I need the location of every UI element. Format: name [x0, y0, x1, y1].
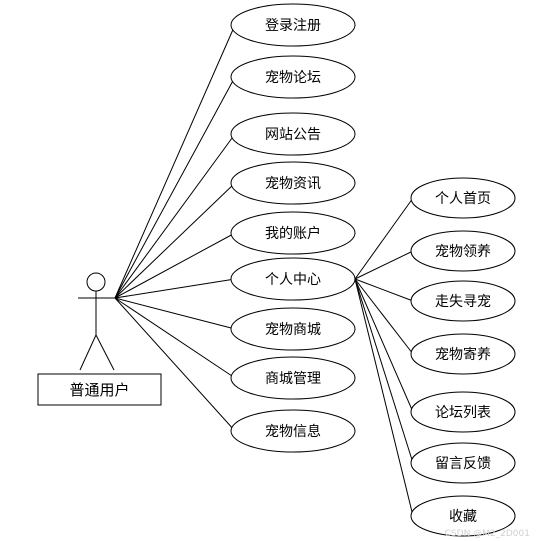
- use-case-left-7-ellipse: [230, 356, 356, 400]
- use-case-right-5: 留言反馈: [410, 442, 516, 484]
- use-case-right-2: 走失寻宠: [410, 280, 516, 322]
- use-case-left-7: 商城管理: [230, 356, 356, 400]
- use-case-right-1-ellipse: [410, 230, 516, 272]
- association-line-left-2: [114, 133, 236, 299]
- use-case-left-4-ellipse: [230, 211, 356, 255]
- use-case-left-7-label: 商城管理: [265, 371, 321, 387]
- use-case-right-4-ellipse: [410, 391, 516, 433]
- association-line-left-8: [114, 297, 236, 432]
- use-case-left-3-label: 宠物资讯: [265, 176, 321, 192]
- association-line-left-0: [114, 24, 236, 299]
- association-lines: [114, 24, 414, 517]
- use-case-left-8-ellipse: [230, 409, 356, 453]
- use-case-left-0-ellipse: [230, 3, 356, 47]
- use-case-right-4: 论坛列表: [410, 391, 516, 433]
- actor-head: [86, 272, 106, 292]
- use-case-right-6-label: 收藏: [449, 509, 477, 525]
- use-case-right-3-ellipse: [410, 333, 516, 375]
- use-case-left-0: 登录注册: [230, 3, 356, 47]
- association-line-right-1: [354, 250, 414, 280]
- association-line-right-4: [354, 278, 414, 413]
- association-line-left-6: [114, 297, 236, 330]
- use-case-left-0-label: 登录注册: [265, 18, 321, 34]
- use-case-left-2-label: 网站公告: [265, 127, 321, 143]
- use-case-left-1-ellipse: [230, 55, 356, 99]
- association-line-right-2: [354, 278, 414, 302]
- use-case-left-6-label: 宠物商城: [265, 322, 321, 338]
- use-case-right-4-label: 论坛列表: [435, 405, 491, 421]
- use-case-left-3: 宠物资讯: [230, 161, 356, 205]
- association-line-left-3: [114, 182, 236, 299]
- use-case-left-8: 宠物信息: [230, 409, 356, 453]
- actor-label-box: 普通用户: [37, 373, 162, 406]
- actor-right-leg: [95, 334, 115, 371]
- use-case-right-3-label: 宠物寄养: [435, 346, 491, 363]
- use-case-left-5-ellipse: [230, 257, 356, 301]
- association-line-right-5: [354, 278, 414, 464]
- use-case-left-4-label: 我的账户: [265, 225, 321, 242]
- association-line-left-5: [114, 278, 236, 299]
- use-case-left-5: 个人中心: [230, 257, 356, 301]
- use-case-left-1: 宠物论坛: [230, 55, 356, 99]
- use-case-right-2-ellipse: [410, 280, 516, 322]
- use-case-right-6-ellipse: [410, 495, 516, 537]
- use-case-right-0: 个人首页: [410, 177, 516, 219]
- use-case-right-0-ellipse: [410, 177, 516, 219]
- use-case-right-0-label: 个人首页: [435, 191, 491, 207]
- use-case-left-5-label: 个人中心: [265, 272, 321, 288]
- use-case-left-6: 宠物商城: [230, 307, 356, 351]
- use-case-right-5-ellipse: [410, 442, 516, 484]
- association-line-right-0: [354, 197, 414, 280]
- association-line-left-1: [114, 76, 236, 299]
- actor-label: 普通用户: [69, 381, 129, 399]
- association-line-left-4: [114, 232, 236, 299]
- use-case-right-5-label: 留言反馈: [435, 456, 491, 472]
- use-case-left-3-ellipse: [230, 161, 356, 205]
- use-case-left-2-ellipse: [230, 112, 356, 156]
- use-case-right-1-label: 宠物领养: [435, 244, 491, 260]
- use-case-right-3: 宠物寄养: [410, 333, 516, 375]
- use-case-left-2: 网站公告: [230, 112, 356, 156]
- association-line-right-3: [354, 278, 414, 355]
- association-line-left-7: [114, 297, 236, 379]
- use-case-left-6-ellipse: [230, 307, 356, 351]
- use-case-left-4: 我的账户: [230, 211, 356, 255]
- actor-figure: [78, 272, 115, 371]
- use-case-left-1-label: 宠物论坛: [265, 70, 321, 86]
- use-case-right-1: 宠物领养: [410, 230, 516, 272]
- use-case-left-8-label: 宠物信息: [265, 423, 321, 440]
- use-case-right-2-label: 走失寻宠: [435, 294, 491, 310]
- association-line-right-6: [354, 278, 414, 517]
- watermark: CSDN @M2_2D001: [444, 529, 530, 539]
- use-case-right-6: 收藏: [410, 495, 516, 537]
- actor-left-leg: [79, 334, 97, 371]
